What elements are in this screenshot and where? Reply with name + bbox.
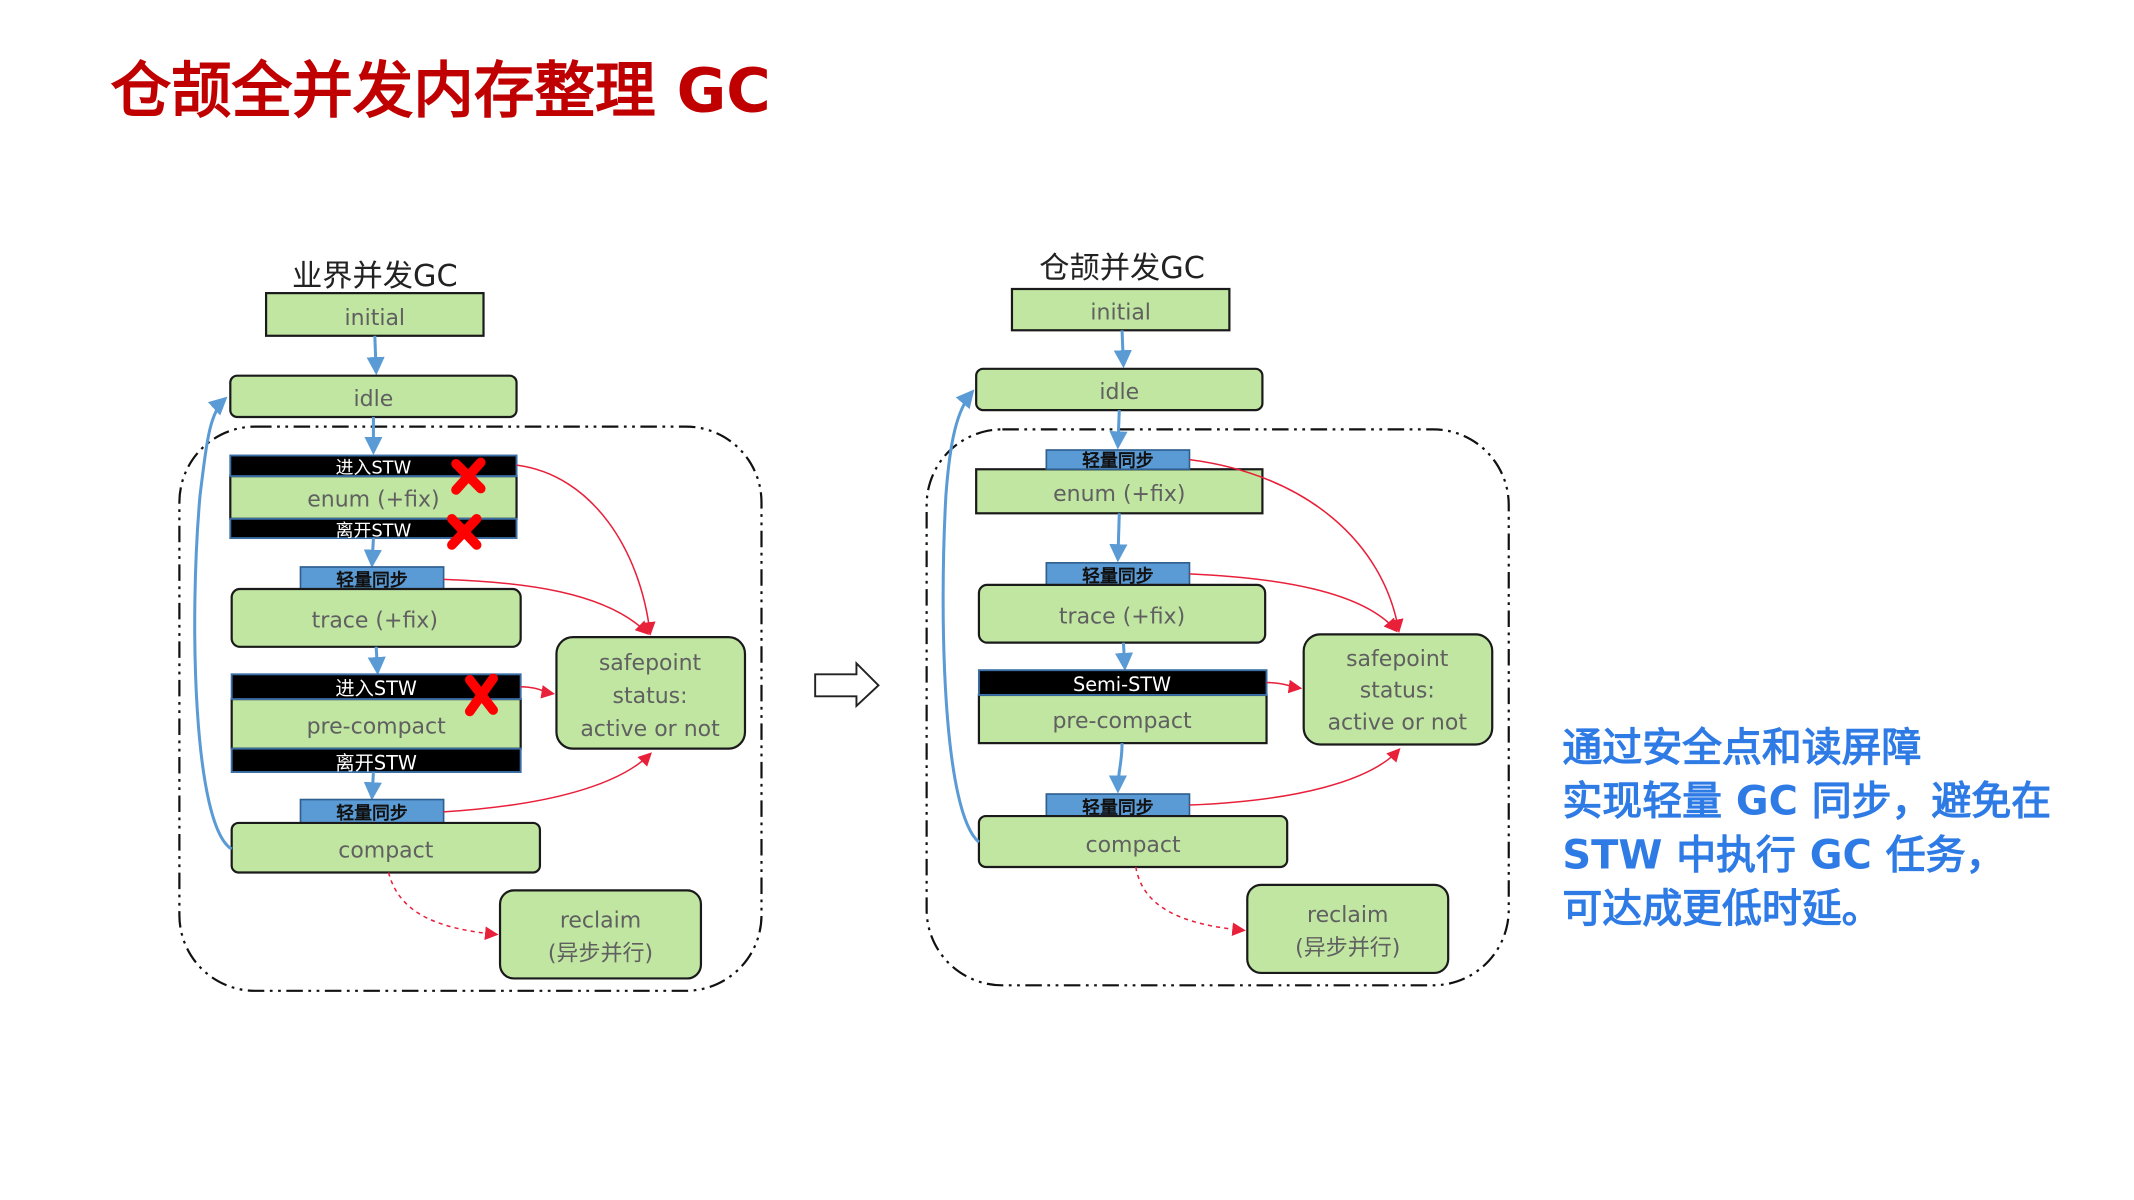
state-idle-label: idle: [354, 387, 394, 412]
light-sync-label-2: 轻量同步: [336, 802, 408, 824]
slide-title: 仓颉全并发内存整理 GC: [111, 56, 771, 126]
state-initial-label: initial: [1090, 300, 1151, 325]
light-sync-label-2: 轻量同步: [1082, 565, 1154, 587]
state-enum-label: enum (+fix): [1053, 482, 1185, 507]
flow-arrow-initial-idle: [366, 335, 385, 376]
leave-stw-bar-2: [230, 747, 522, 773]
leave-stw-label-2: 离开STW: [335, 751, 417, 774]
flow-arrow-precompact-compact: [1108, 743, 1128, 794]
safepoint-arrow-sync-2: [1189, 573, 1398, 633]
safepoint-arrow-sync-1: [443, 578, 650, 635]
safepoint-arrow-semi-stw: [1266, 679, 1303, 694]
state-trace-label: trace (+fix): [1059, 604, 1185, 629]
reclaim-line-1: reclaim: [1307, 903, 1388, 928]
leave-stw-bar-1: [229, 517, 518, 540]
state-initial: [264, 292, 485, 337]
safepoint-arrow-sync-1: [1189, 458, 1404, 633]
safepoint-line-1: safepoint: [1346, 647, 1449, 672]
light-sync-label-3: 轻量同步: [1082, 796, 1154, 818]
flow-arrow-idle-enum: [1109, 410, 1128, 450]
state-reclaim: [498, 889, 703, 980]
safepoint-line-1: safepoint: [599, 651, 702, 676]
state-compact-label: compact: [338, 838, 434, 863]
safepoint-status-box: [1302, 633, 1494, 746]
semi-stw-bar: [977, 669, 1268, 696]
state-enum-label: enum (+fix): [307, 487, 439, 512]
safepoint-status-box: [555, 636, 747, 750]
hollow-right-arrow-icon: [814, 660, 880, 709]
note-line-1: 通过安全点和读屏障: [1562, 725, 1921, 771]
x-mark-icon: [447, 513, 482, 550]
state-initial: [1010, 287, 1231, 332]
right-diagram: 仓颉并发GC initial idle enum (+fix) 轻量同步 轻量同…: [925, 251, 1510, 987]
state-reclaim: [1246, 883, 1450, 975]
reclaim-line-2: (异步并行): [1295, 936, 1400, 961]
state-pre-compact-label: pre-compact: [1052, 709, 1192, 734]
reclaim-line-2: (异步并行): [548, 942, 653, 967]
right-diagram-title: 仓颉并发GC: [1039, 251, 1205, 286]
summary-note: 通过安全点和读屏障 实现轻量 GC 同步，避免在 STW 中执行 GC 任务， …: [1562, 725, 2051, 932]
async-arrow-compact-reclaim: [1135, 866, 1246, 937]
note-line-4: 可达成更低时延。: [1562, 886, 1881, 932]
safepoint-line-3: active or not: [580, 717, 720, 742]
concurrent-phase-container: [925, 428, 1510, 987]
safepoint-arrow-sync-3: [1189, 747, 1401, 806]
flow-arrow-compact-idle: [193, 396, 233, 851]
light-sync-label-1: 轻量同步: [1082, 450, 1154, 472]
leave-stw-label-1: 离开STW: [336, 521, 412, 542]
enter-stw-label-2: 进入STW: [335, 677, 417, 700]
state-idle-label: idle: [1099, 380, 1139, 405]
safepoint-arrow-enter-stw-2: [520, 685, 556, 699]
safepoint-line-2: status:: [1360, 679, 1435, 704]
flow-arrow-trace-precompact: [1114, 642, 1134, 672]
enter-stw-label-1: 进入STW: [336, 457, 412, 478]
async-arrow-compact-reclaim: [387, 872, 499, 941]
flow-arrow-trace-precompact: [367, 646, 386, 676]
x-mark-icon: [464, 673, 498, 717]
left-diagram-title: 业界并发GC: [292, 259, 458, 294]
semi-stw-label: Semi-STW: [1073, 673, 1171, 696]
safepoint-arrow-sync-2: [443, 752, 652, 813]
state-trace-label: trace (+fix): [312, 609, 438, 634]
flow-arrow-enum-trace: [363, 537, 382, 568]
state-initial-label: initial: [345, 306, 406, 331]
light-sync-label-1: 轻量同步: [336, 569, 408, 591]
flow-arrow-initial-idle: [1113, 330, 1132, 369]
state-compact-label: compact: [1085, 833, 1181, 858]
flow-arrow-precompact-compact: [363, 771, 382, 801]
note-line-2: 实现轻量 GC 同步，避免在: [1562, 779, 2051, 825]
note-line-3: STW 中执行 GC 任务，: [1562, 832, 2005, 878]
flow-arrow-compact-idle: [941, 389, 980, 844]
state-pre-compact-label: pre-compact: [307, 714, 447, 739]
left-diagram: 业界并发GC initial idle enum (+fix) 进入STW 离开…: [178, 259, 763, 992]
x-mark-icon: [451, 457, 486, 495]
safepoint-line-2: status:: [613, 684, 688, 709]
safepoint-arrow-enter-stw-1: [516, 464, 656, 636]
concurrent-phase-container: [178, 425, 763, 992]
reclaim-line-1: reclaim: [560, 909, 641, 934]
flow-arrow-enum-trace: [1109, 513, 1128, 563]
safepoint-line-3: active or not: [1328, 710, 1468, 735]
state-trace: [977, 583, 1267, 644]
